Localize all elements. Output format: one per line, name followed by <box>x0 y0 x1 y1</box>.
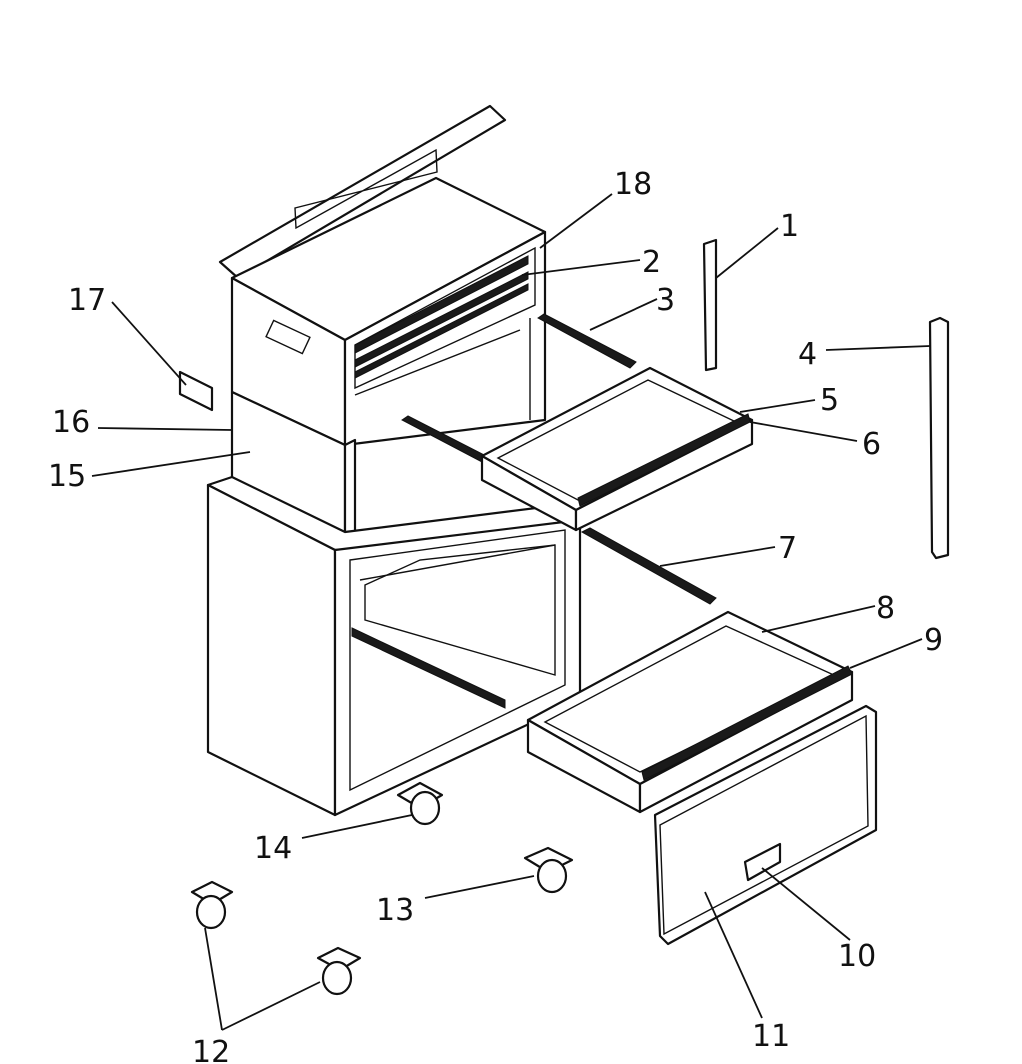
callout-labels: 1 2 3 4 5 6 7 8 9 10 11 12 13 14 15 16 1… <box>48 167 943 1064</box>
chest-lid <box>218 104 507 280</box>
caster-13 <box>523 846 574 894</box>
caster-12-upper <box>190 880 234 930</box>
bottom-cabinet <box>206 475 582 817</box>
caster-14 <box>396 781 444 826</box>
callout-15: 15 <box>48 459 86 494</box>
callout-7: 7 <box>778 531 797 566</box>
callout-13: 13 <box>376 893 414 928</box>
callout-10: 10 <box>838 939 876 974</box>
callout-5: 5 <box>820 383 839 418</box>
drawer-front <box>653 704 878 946</box>
callout-8: 8 <box>876 591 895 626</box>
callout-4: 4 <box>798 337 817 372</box>
callout-3: 3 <box>656 283 675 318</box>
part-1-side-bar <box>702 238 718 372</box>
callout-14: 14 <box>254 831 292 866</box>
chest-front-frame <box>343 230 547 447</box>
callout-6: 6 <box>862 427 881 462</box>
callout-1: 1 <box>780 209 799 244</box>
callout-9: 9 <box>924 623 943 658</box>
cabinet-front-frame <box>333 518 582 817</box>
caster-12-lower <box>316 946 362 996</box>
drawer-front-panel <box>653 704 878 946</box>
part-7-slide-rail <box>580 527 717 605</box>
callout-16: 16 <box>52 405 90 440</box>
callout-17: 17 <box>68 283 106 318</box>
drawer-handle <box>743 842 782 882</box>
part-17-side-handle <box>178 370 214 412</box>
leader-lines <box>91 193 931 1031</box>
part-3-slide-rail <box>537 313 637 369</box>
upper-drawer <box>401 366 754 532</box>
callout-18: 18 <box>614 167 652 202</box>
top-chest <box>218 104 547 447</box>
lower-drawer <box>526 610 854 814</box>
part-4-lock-bar <box>928 316 950 560</box>
callout-11: 11 <box>752 1019 790 1054</box>
callout-2: 2 <box>642 245 661 280</box>
callout-12: 12 <box>192 1035 230 1064</box>
